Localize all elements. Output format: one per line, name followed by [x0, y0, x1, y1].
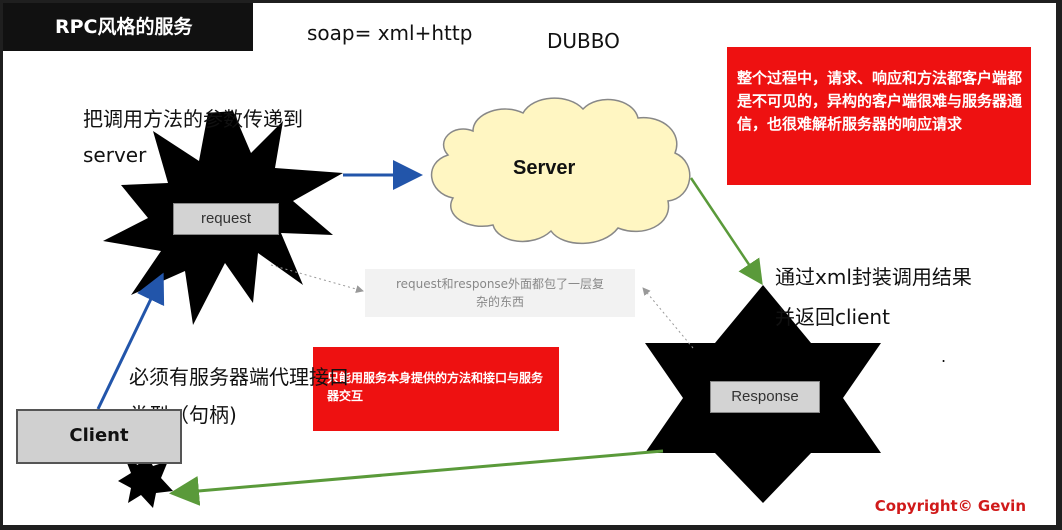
- pass-params-text-1: 把调用方法的参数传递到: [83, 107, 303, 131]
- arrow-server-to-response: [689, 177, 763, 286]
- response-label: Response: [710, 381, 820, 413]
- arrow-client-to-request: [96, 272, 165, 410]
- proxy-text-1: 必须有服务器端代理接口: [129, 365, 349, 389]
- server-label: Server: [513, 157, 576, 179]
- client-box: Client: [16, 409, 182, 464]
- arrow-response-to-client: [169, 449, 664, 506]
- dotted-response-to-note: [642, 287, 694, 349]
- stray-dot: .: [941, 347, 947, 366]
- title-bar: RPC风格的服务: [3, 3, 253, 51]
- pass-params-text-2: server: [83, 143, 147, 167]
- dotted-request-to-note: [270, 264, 364, 293]
- shared-note: request和response外面都包了一层复 杂的东西: [365, 269, 635, 317]
- soap-formula: soap= xml+http: [307, 21, 473, 45]
- return-text-1: 通过xml封装调用结果: [775, 265, 972, 289]
- request-label: request: [173, 203, 279, 235]
- dubbo-label: DUBBO: [547, 29, 620, 53]
- copyright: Copyright© Gevin: [874, 497, 1026, 515]
- red-note-top: 整个过程中，请求、响应和方法都客户端都是不可见的，异构的客户端很难与服务器通信，…: [727, 47, 1031, 185]
- red-note-mid: 只能用服务本身提供的方法和接口与服务器交互: [313, 347, 559, 431]
- server-cloud: [431, 97, 691, 245]
- diagram-canvas: RPC风格的服务 soap= xml+http DUBBO 把调用方法的参数传递…: [3, 3, 1056, 525]
- return-text-2: 并返回client: [775, 305, 890, 329]
- shared-note-line-1: request和response外面都包了一层复: [395, 277, 605, 291]
- shared-note-line-2: 杂的东西: [475, 295, 524, 309]
